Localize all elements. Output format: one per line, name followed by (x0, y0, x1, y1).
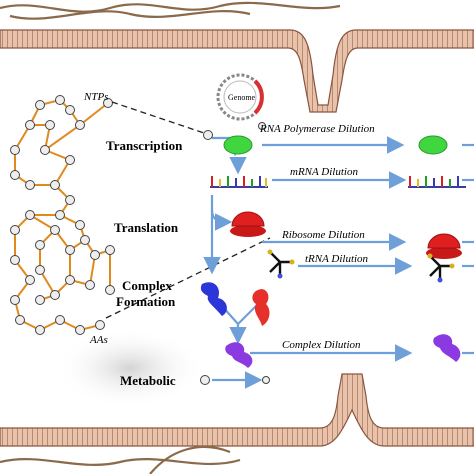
shadow-blob (55, 328, 205, 408)
genome-plasmid-icon (216, 73, 264, 121)
rna-polymerase-diluted-icon (418, 135, 448, 155)
rna-polymerase-icon (223, 135, 253, 155)
metabolite-output-node (262, 376, 270, 384)
fibers (0, 1, 341, 474)
dilution-arrows (250, 136, 474, 362)
formation-label: Formation (116, 294, 176, 309)
trna-dilution-label: tRNA Dilution (305, 253, 369, 265)
translation-label: Translation (114, 220, 179, 235)
complex-icon (225, 342, 253, 368)
complex-diluted-icon (433, 334, 461, 362)
genome-node (258, 122, 266, 130)
metabolite-input-node (200, 375, 210, 385)
ntp-node (203, 130, 213, 140)
ribosome-dilution-label: Ribosome Dilution (281, 229, 365, 241)
protein-subunit-blue-icon (200, 282, 227, 316)
cell-membrane-bottom (0, 373, 474, 447)
mrna-strand-diluted-icon (408, 176, 466, 188)
genome-label: Genome (228, 93, 256, 102)
mrna-dilution-label: mRNA Dilution (290, 166, 358, 178)
mrna-strand-icon (210, 176, 268, 188)
rnap-dilution-label: RNA Polymerase Dilution (259, 123, 375, 135)
trna-diluted-icon (427, 253, 455, 283)
cell-membrane-top (0, 29, 474, 113)
dashed-connectors (105, 101, 271, 319)
complex-dilution-label: Complex Dilution (282, 339, 361, 351)
complex-label: Complex (122, 278, 172, 293)
network-nodes (10, 95, 115, 335)
protein-subunit-red-icon (252, 289, 270, 326)
ribosome-icon (230, 211, 266, 237)
ntps-label: NTPs (83, 91, 108, 103)
metabolic-label: Metabolic (120, 373, 176, 388)
aas-label: AAs (89, 334, 108, 346)
ribosome-diluted-icon (426, 233, 462, 259)
trna-icon (267, 249, 295, 279)
transcription-label: Transcription (106, 138, 183, 153)
